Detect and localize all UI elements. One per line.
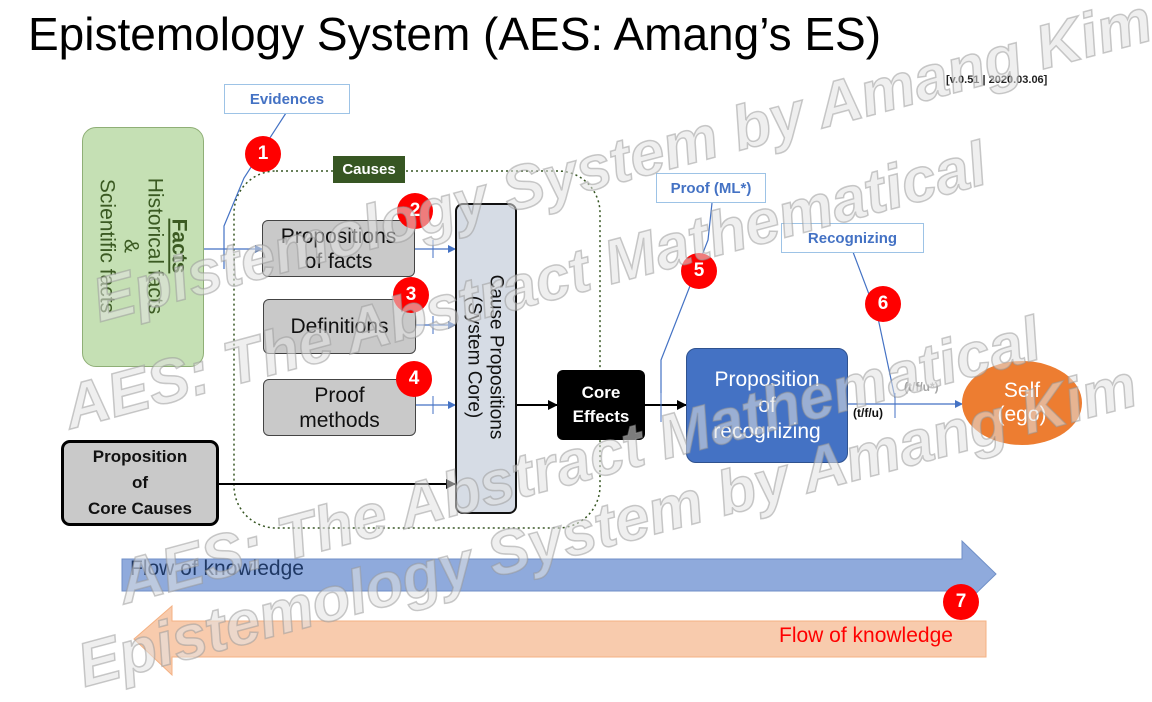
box-text: Core [581, 383, 621, 402]
facts-box [82, 127, 204, 367]
tfu-star-label: (t/f/u*) [904, 380, 939, 394]
forward-flow-label: Flow of knowledge [130, 557, 304, 580]
page-title: Epistemology System (AES: Amang’s ES) [28, 8, 882, 60]
recognizing-callout: Recognizing [781, 223, 924, 253]
step-number-badge: 4 [396, 361, 432, 397]
box-text: Self [1003, 379, 1041, 402]
backward-flow-arrow [133, 604, 987, 677]
box-text: of [758, 393, 776, 417]
backward-flow-label: Flow of knowledge [779, 624, 953, 647]
diagram-canvas [121, 112, 997, 677]
box-text: Core Causes [88, 499, 192, 518]
evidences-callout: Evidences [224, 84, 350, 114]
box-text: Propositions [280, 224, 397, 248]
box-text: Proposition [92, 447, 188, 466]
step-number-badge: 1 [245, 136, 281, 172]
box-text: Proposition [714, 367, 820, 391]
proposition-of-core-causes-box: Proposition of Core Causes [61, 440, 219, 526]
box-text: Effects [572, 407, 630, 426]
proposition-of-recognizing-box: Proposition of recognizing [686, 348, 848, 463]
box-text: (ego) [997, 403, 1047, 426]
causes-tag: Causes [333, 156, 405, 183]
cause-propositions-box [455, 203, 517, 514]
step-number-badge: 3 [393, 277, 429, 313]
self-ego-ellipse: Self(ego) [962, 361, 1082, 445]
box-text: recognizing [713, 419, 821, 443]
version-label: [v.0.51 | 2020.03.06] [946, 74, 1048, 86]
box-text: of facts [304, 249, 373, 273]
box-text: of [131, 473, 149, 492]
tfu-label: (t/f/u) [853, 406, 883, 420]
step-number-badge: 7 [943, 584, 979, 620]
step-number-badge: 6 [865, 286, 901, 322]
box-text: Definitions [290, 315, 389, 338]
causes-group-border [233, 170, 601, 529]
forward-flow-arrow [121, 539, 997, 609]
proof-callout: Proof (ML*) [656, 173, 766, 203]
box-text: Proof [314, 383, 365, 407]
box-text: methods [299, 408, 380, 432]
proof-callout-line [660, 202, 713, 393]
step-number-badge: 2 [397, 193, 433, 229]
definitions-box: Definitions [263, 299, 416, 354]
step-number-badge: 5 [681, 253, 717, 289]
